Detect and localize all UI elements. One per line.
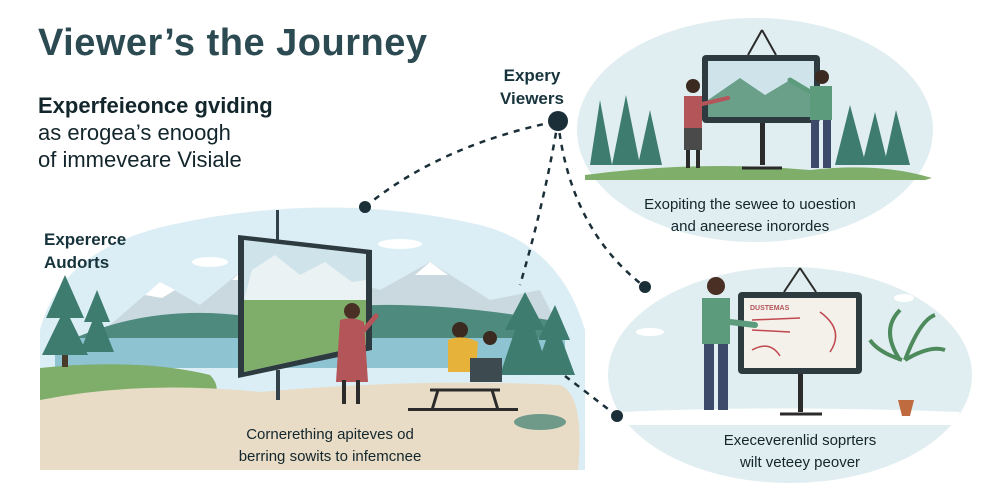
viewers-label: Expery Viewers <box>500 64 564 110</box>
audience-label-line-1: Expererce <box>44 230 127 249</box>
viewers-label-line-2: Viewers <box>500 89 564 108</box>
subtitle-line-1: Experfeieonce gviding <box>38 93 273 118</box>
audience-label: Expererce Audorts <box>44 228 126 274</box>
subtitle-line-2: as erogea’s enoogh <box>38 120 231 145</box>
board-text: DUSTEMAS <box>750 305 790 312</box>
top-scene-caption: Exopiting the sewee to uoestion and anee… <box>600 194 900 238</box>
person-icon <box>702 277 758 410</box>
right-caption-line-2: wilt veteey peover <box>739 454 861 471</box>
page-title: Viewer’s the Journey <box>38 22 428 64</box>
display-board-icon <box>702 29 820 170</box>
person-icon <box>787 70 832 168</box>
top-scene <box>577 18 933 242</box>
display-board-icon <box>238 210 372 400</box>
person-icon <box>408 322 518 411</box>
cloud-icon <box>636 294 914 336</box>
top-caption-line-1: Exopiting the sewee to uoestion <box>644 196 856 213</box>
audience-label-line-2: Audorts <box>44 253 110 272</box>
main-caption-line-1: Cornerething apiteves od <box>246 426 414 443</box>
tree-icon <box>590 95 910 165</box>
person-icon <box>336 303 379 404</box>
main-scene-caption: Cornerething apiteves od berring sowits … <box>150 424 510 468</box>
connector-nodes <box>359 111 651 422</box>
main-landscape-scene <box>40 207 585 470</box>
right-scene: DUSTEMAS <box>608 267 972 483</box>
main-caption-line-2: berring sowits to infemcnee <box>238 448 422 465</box>
subtitle-line-3: of immeveare Visiale <box>38 147 242 172</box>
potted-plant-icon <box>868 308 946 416</box>
tree-icon <box>42 275 575 375</box>
right-caption-line-1: Execeverenlid soprters <box>723 432 877 449</box>
journey-connectors <box>364 119 646 417</box>
right-scene-caption: Execeverenlid soprters wilt veteey peove… <box>650 430 950 474</box>
top-caption-line-2: and aneerese inorordes <box>670 218 830 235</box>
subtitle: Experfeieonce gviding as erogea’s enoogh… <box>38 92 273 173</box>
viewers-label-line-1: Expery <box>503 66 561 85</box>
person-icon <box>684 79 730 168</box>
display-board-icon: DUSTEMAS <box>738 267 862 416</box>
